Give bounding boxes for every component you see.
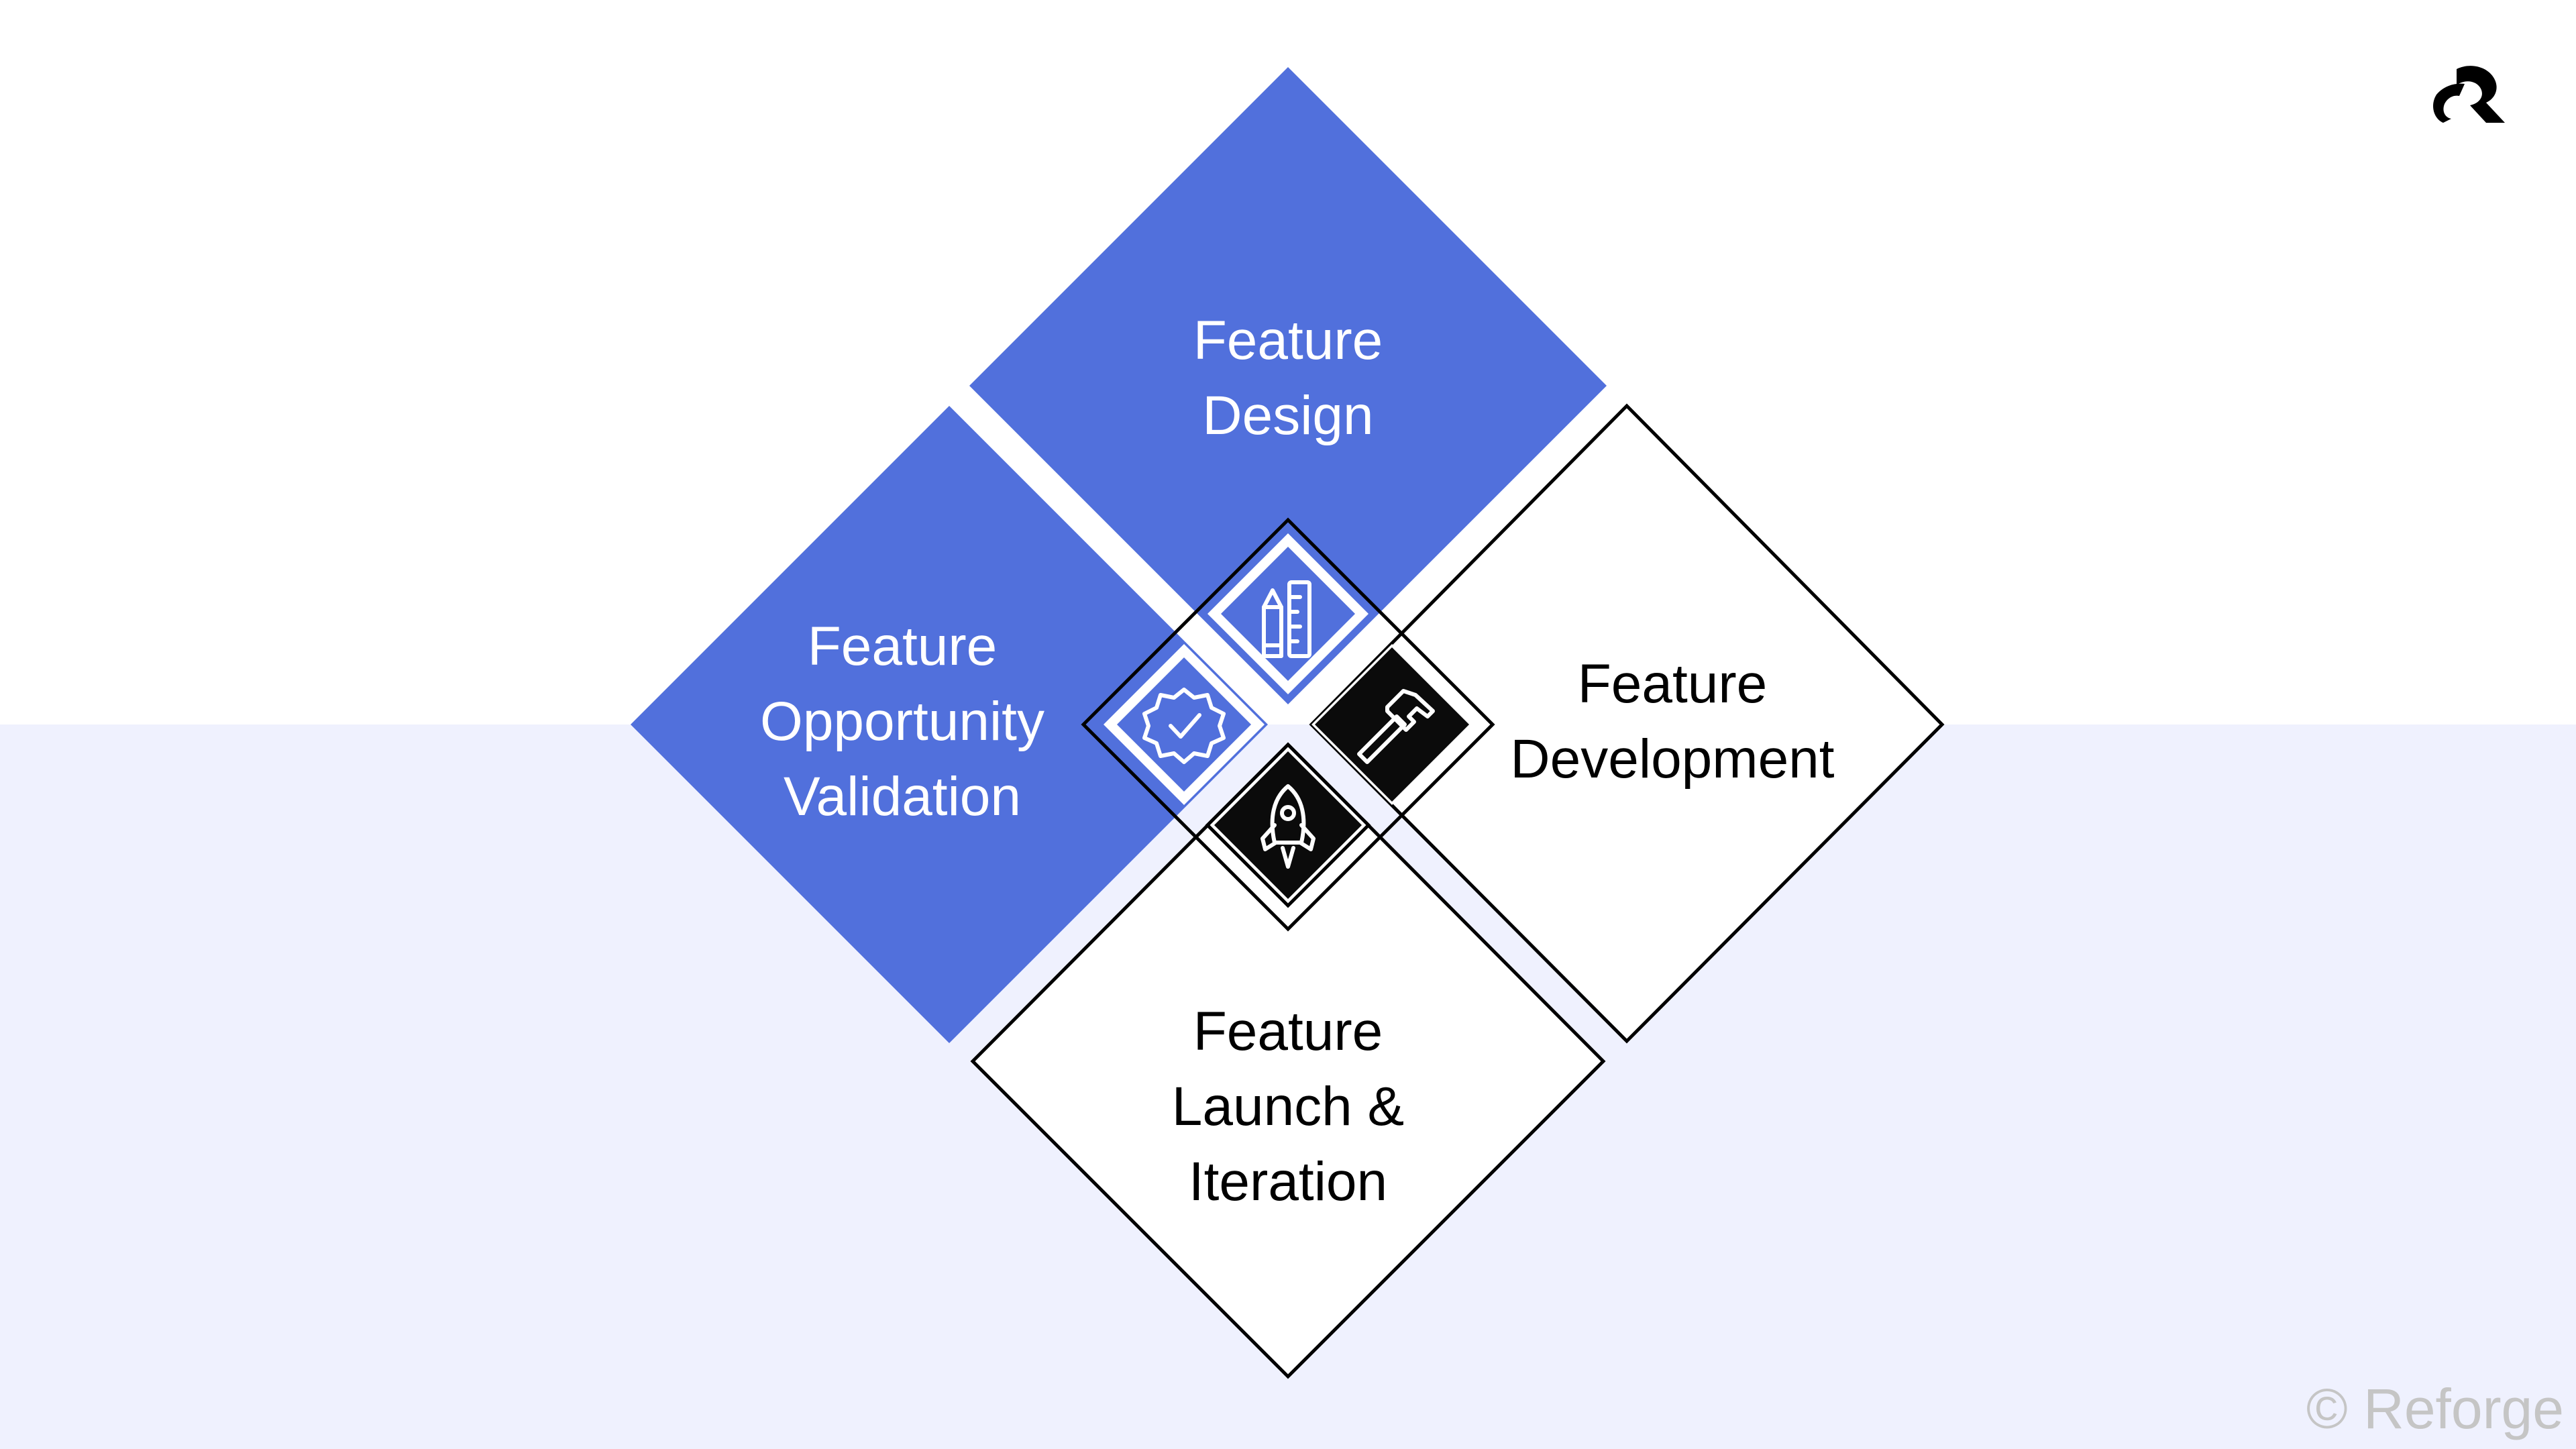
badge-check-icon: [1142, 688, 1226, 764]
label-line: Iteration: [1188, 1151, 1388, 1212]
label-line: Opportunity: [760, 691, 1044, 752]
label-line: Design: [1202, 385, 1374, 446]
copyright-watermark: © Reforge: [2306, 1377, 2564, 1440]
label-line: Feature: [1193, 1001, 1383, 1062]
label-line: Launch &: [1171, 1076, 1405, 1137]
label-line: Development: [1510, 729, 1835, 790]
label-feature-design: Feature Design: [1193, 303, 1383, 453]
ruler-pencil-icon: [1262, 580, 1311, 658]
label-feature-launch-iteration: Feature Launch & Iteration: [1172, 994, 1405, 1220]
inner-tile-development: [1311, 644, 1472, 805]
rocket-icon: [1260, 784, 1316, 869]
label-line: Validation: [783, 766, 1022, 827]
reforge-logo-icon: [2433, 66, 2505, 123]
label-line: Feature: [1577, 653, 1768, 714]
label-feature-opportunity-validation: Feature Opportunity Validation: [760, 609, 1044, 835]
hammer-icon: [1357, 689, 1435, 764]
label-line: Feature: [807, 616, 998, 677]
quadrant-validation-diamond: [631, 406, 1268, 1043]
center-hub-outline: [1081, 517, 1495, 932]
quadrant-design-diamond: [969, 67, 1607, 704]
inner-tile-launch: [1205, 742, 1371, 908]
inner-tile-validation: [1104, 644, 1265, 805]
quadrant-launch-diamond: [970, 742, 1606, 1379]
label-line: Feature: [1193, 310, 1383, 371]
quadrant-development-diamond: [1309, 403, 1945, 1044]
label-feature-development: Feature Development: [1510, 647, 1834, 797]
